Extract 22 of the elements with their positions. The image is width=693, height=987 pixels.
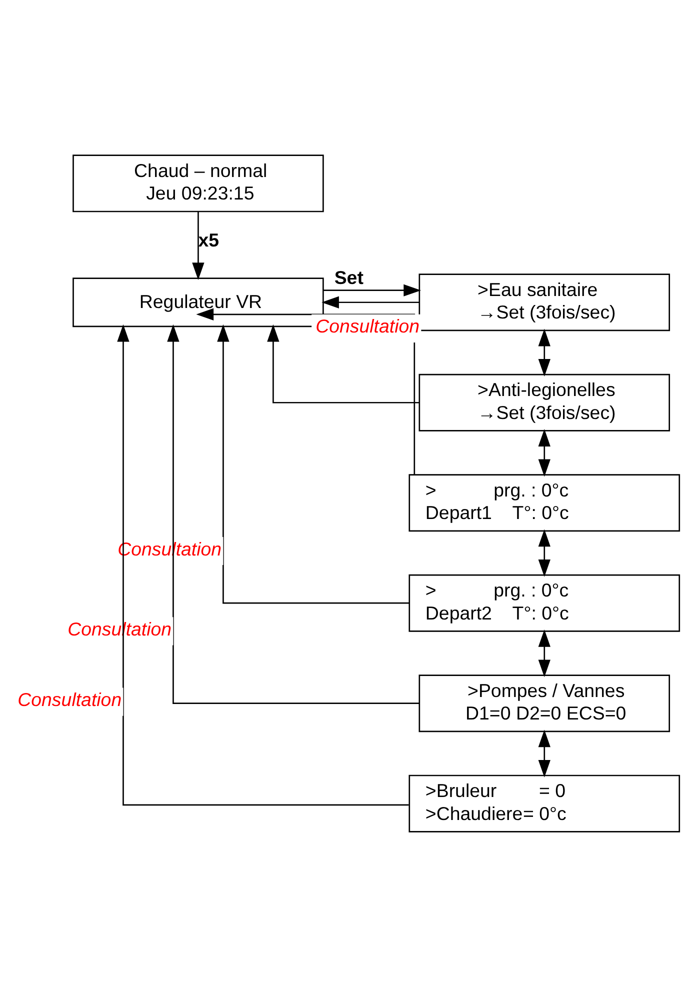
edge-label: Consultation: [18, 689, 122, 710]
arrow: [322, 296, 420, 308]
edge-label: Set: [334, 266, 364, 288]
node-box: >Bruleur = 0 >Chaudiere= 0°c: [408, 774, 680, 832]
arrow: [167, 324, 420, 704]
arrow: [196, 308, 416, 475]
arrow: [538, 730, 550, 778]
arrow: [323, 284, 422, 296]
node-box: > prg. : 0°c Depart2 T°: 0°c: [408, 574, 680, 632]
arrow: [117, 324, 409, 806]
node-box: Chaud – normal Jeu 09:23:15: [72, 154, 324, 212]
arrow: [538, 328, 550, 376]
node-box: > prg. : 0°c Depart1 T°: 0°c: [408, 474, 680, 532]
arrow: [217, 324, 410, 604]
node-box: >Anti-legionelles →Set (3fois/sec): [418, 374, 670, 432]
node-box: >Pompes / Vannes D1=0 D2=0 ECS=0: [418, 674, 670, 732]
arrow: [538, 529, 550, 577]
arrow: [538, 630, 550, 678]
node-box: >Eau sanitaire →Set (3fois/sec): [418, 274, 670, 332]
arrow: [192, 212, 204, 280]
arrow: [267, 324, 420, 404]
arrow: [538, 429, 550, 477]
